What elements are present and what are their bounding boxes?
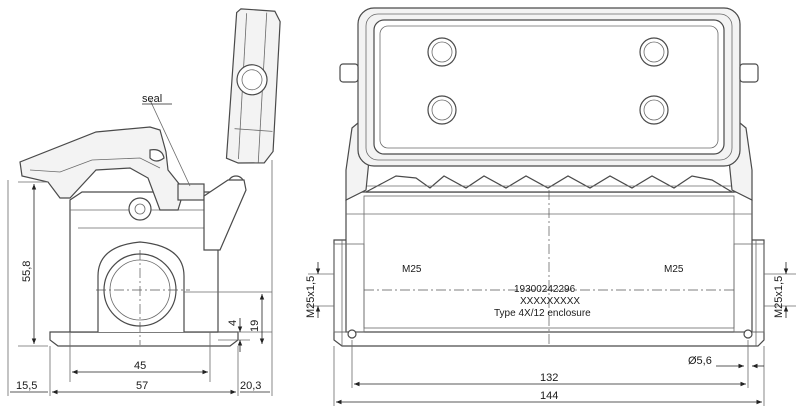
dim-entry-height: 19: [249, 320, 261, 332]
front-lid-ribs: [365, 175, 735, 193]
front-right-hinge-pin: [739, 63, 759, 83]
dim-entry-left: M25x1,5: [305, 276, 317, 318]
side-locking-lever: [19, 126, 185, 211]
front-view: M25 M25 19300242296 XXXXXXXXX Type 4X/12…: [305, 7, 796, 406]
serial-mask: XXXXXXXXX: [520, 296, 580, 307]
dim-right-offset: 20,3: [240, 380, 261, 392]
rating-text: Type 4X/12 enclosure: [494, 308, 591, 319]
dim-inner-width: 45: [134, 360, 146, 372]
thread-right-label: M25: [664, 264, 684, 275]
part-number: 19300242296: [514, 284, 576, 295]
front-left-hinge-pin: [339, 63, 359, 83]
side-seal: [177, 183, 205, 201]
dim-height: 55,8: [21, 261, 33, 282]
side-pivot-pin: [128, 197, 152, 221]
dim-small-offset: 4: [227, 320, 239, 326]
dim-overall-width: 144: [540, 390, 558, 402]
front-left-mounting-hole: [347, 329, 357, 339]
dim-hole-diameter: Ø5,6: [688, 355, 712, 367]
dim-left-offset: 15,5: [16, 380, 37, 392]
front-right-mounting-hole: [743, 329, 753, 339]
side-lid-screw: [236, 64, 268, 96]
dim-entry-right: M25x1,5: [773, 276, 785, 318]
dim-hole-spacing: 132: [540, 372, 558, 384]
side-view: seal 55,8 45 57: [7, 8, 281, 396]
dim-base-width: 57: [136, 380, 148, 392]
seal-label: seal: [142, 93, 162, 105]
thread-left-label: M25: [402, 264, 422, 275]
